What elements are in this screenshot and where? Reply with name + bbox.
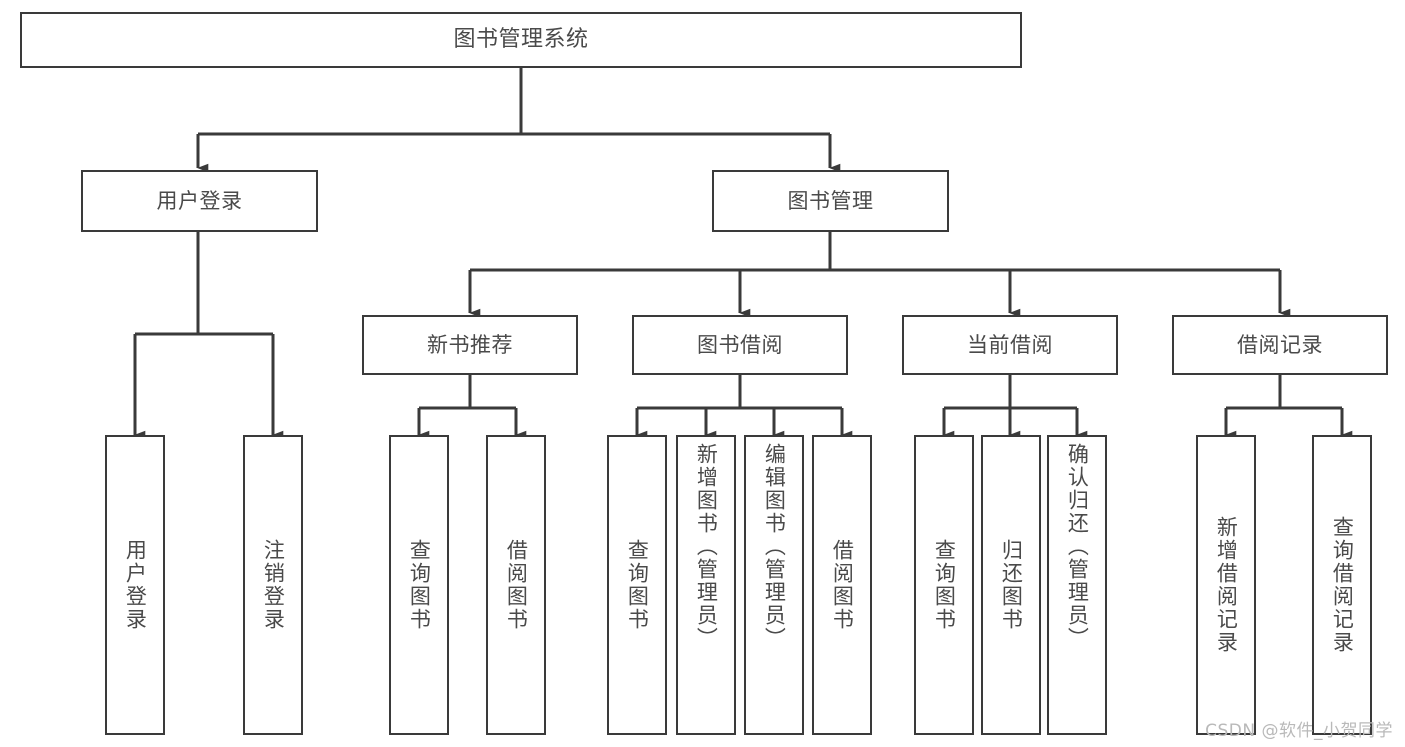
node-label: 图书管理 [787,188,874,213]
csdn-watermark: CSDN @软件_小贺同学 [1205,721,1393,741]
node-label: 新增借阅记录 [1214,516,1239,654]
node-book-borrow[interactable]: 图书借阅 [632,315,848,375]
leaf-user-login-signin[interactable]: 用户登录 [105,435,165,735]
node-label: 图书管理系统 [453,27,589,52]
leaf-records-add-record[interactable]: 新增借阅记录 [1196,435,1256,735]
node-label: 借阅记录 [1237,332,1323,357]
node-user-login[interactable]: 用户登录 [81,170,318,232]
node-label: 查询图书 [625,539,650,631]
node-label: 查询借阅记录 [1330,516,1355,654]
node-borrow-records[interactable]: 借阅记录 [1172,315,1388,375]
node-current-borrow[interactable]: 当前借阅 [902,315,1118,375]
node-label: 借阅图书 [504,539,529,631]
node-label: 当前借阅 [967,332,1053,357]
node-label: 归还图书 [999,539,1024,631]
node-label: 查询图书 [932,539,957,631]
leaf-current-confirm-return-admin[interactable]: 确认归还（管理员） [1047,435,1107,735]
node-label: 借阅图书 [830,539,855,631]
node-book-management[interactable]: 图书管理 [712,170,949,232]
leaf-new-book-query[interactable]: 查询图书 [389,435,449,735]
node-label: 注销登录 [261,539,286,631]
leaf-records-query-record[interactable]: 查询借阅记录 [1312,435,1372,735]
node-root-system[interactable]: 图书管理系统 [20,12,1022,68]
leaf-user-login-signout[interactable]: 注销登录 [243,435,303,735]
node-label: 新增图书（管理员） [694,443,719,650]
node-new-book-recommend[interactable]: 新书推荐 [362,315,578,375]
node-label: 图书借阅 [697,332,783,357]
node-label: 查询图书 [407,539,432,631]
node-label: 确认归还（管理员） [1065,443,1090,650]
leaf-current-return-book[interactable]: 归还图书 [981,435,1041,735]
node-label: 用户登录 [123,539,148,631]
leaf-current-query-book[interactable]: 查询图书 [914,435,974,735]
leaf-borrow-edit-book-admin[interactable]: 编辑图书（管理员） [744,435,804,735]
node-label: 编辑图书（管理员） [762,443,787,650]
leaf-borrow-add-book-admin[interactable]: 新增图书（管理员） [676,435,736,735]
leaf-borrow-borrow-book[interactable]: 借阅图书 [812,435,872,735]
leaf-new-book-borrow[interactable]: 借阅图书 [486,435,546,735]
node-label: 用户登录 [156,188,243,213]
node-label: 新书推荐 [427,332,513,357]
leaf-borrow-query-book[interactable]: 查询图书 [607,435,667,735]
